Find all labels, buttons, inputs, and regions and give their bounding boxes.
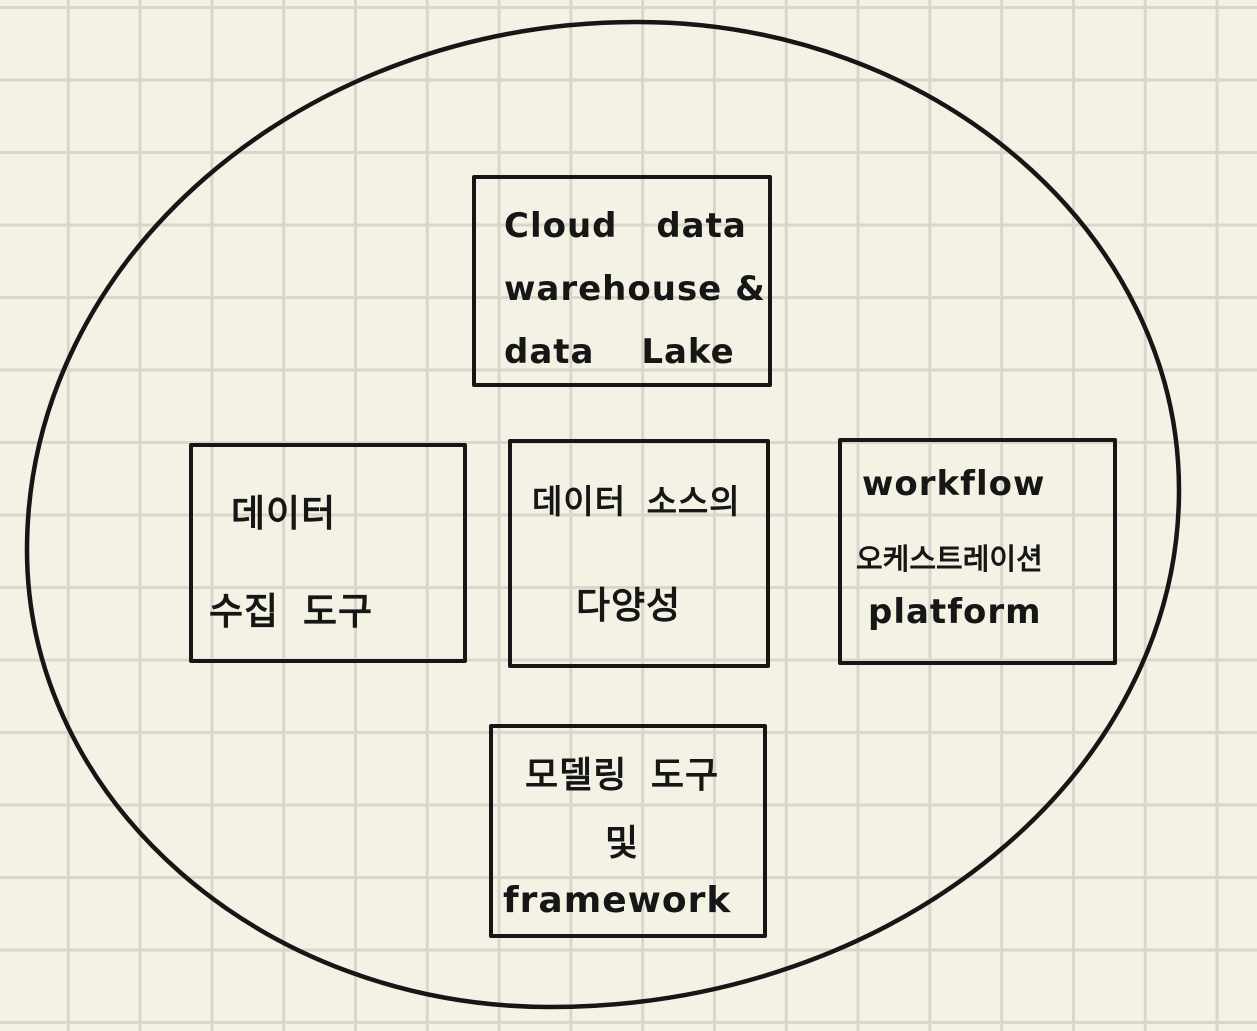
node-text-line: 및 [605, 823, 640, 864]
node-text-line: 모델링 도구 [525, 755, 720, 796]
node-modeling-tools-framework: 모델링 도구 및 framework [489, 724, 767, 938]
node-data-source-diversity: 데이터 소스의 다양성 [508, 439, 770, 668]
node-text-line: 데이터 [231, 492, 337, 535]
node-text-line: warehouse & [504, 269, 766, 309]
node-text-line: platform [868, 592, 1042, 632]
node-text-line: 오케스트레이션 [856, 542, 1043, 576]
node-text-line: data Lake [504, 332, 735, 372]
node-text-line: Cloud data [504, 206, 747, 246]
node-text-line: workflow [862, 464, 1046, 504]
node-data-collection-tools: 데이터 수집 도구 [189, 443, 467, 663]
node-workflow-orchestration-platform: workflow 오케스트레이션 platform [838, 438, 1117, 665]
node-text-line: 데이터 소스의 [532, 482, 741, 521]
node-cloud-data-warehouse-data-lake: Cloud data warehouse & data Lake [472, 175, 772, 387]
node-text-line: 다양성 [576, 584, 682, 627]
node-text-line: 수집 도구 [209, 590, 374, 633]
node-text-line: framework [503, 880, 732, 921]
